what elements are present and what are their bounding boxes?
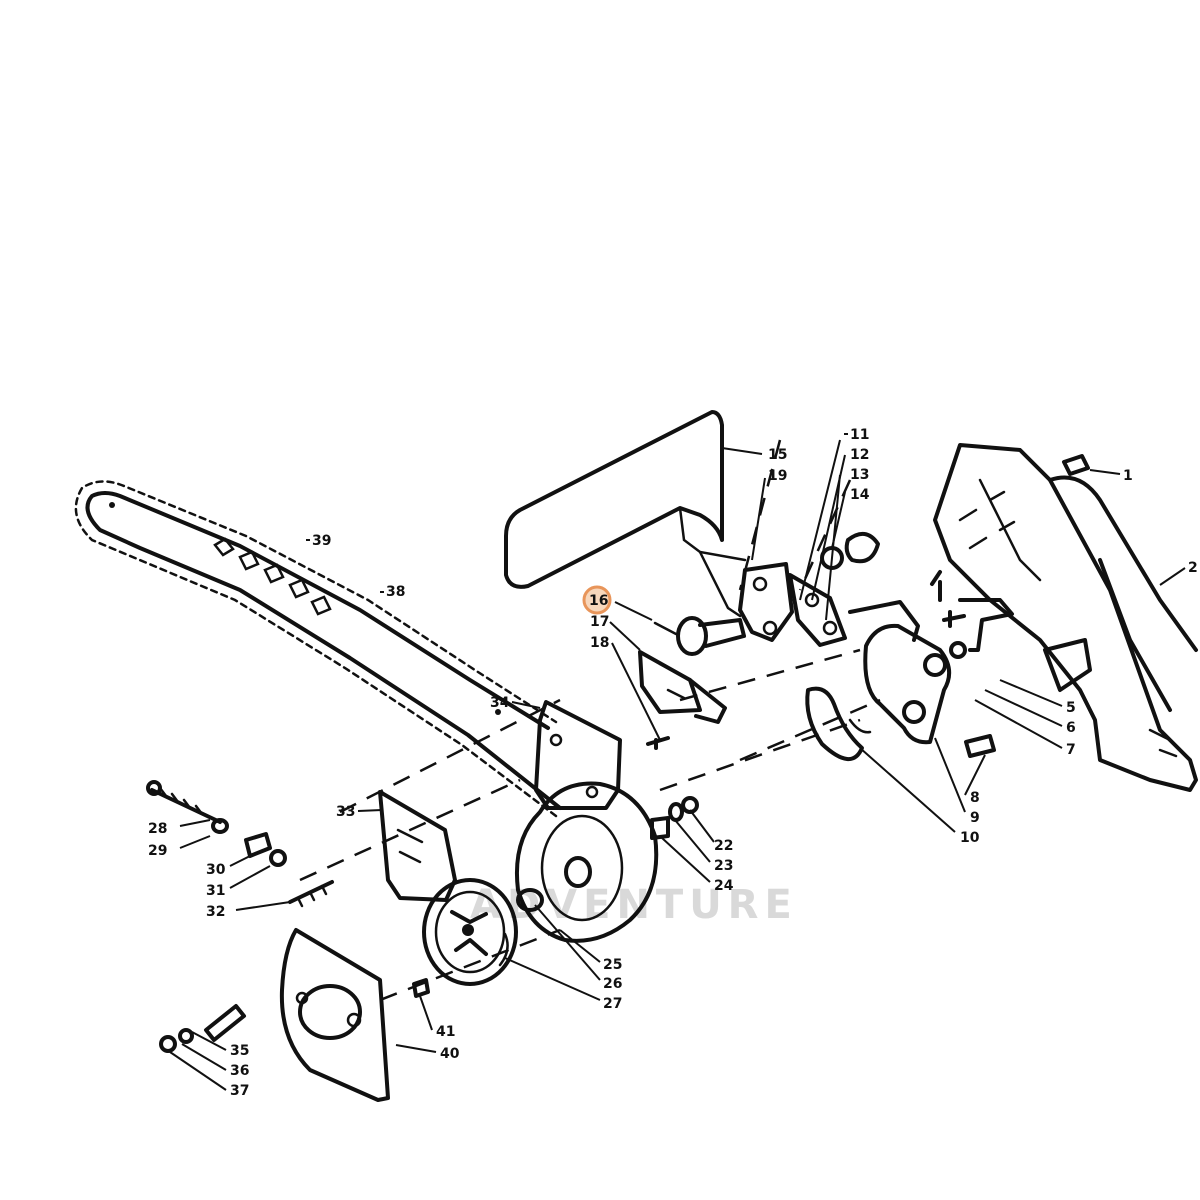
screw-3 (930, 570, 942, 602)
bar-tail-rivet (495, 709, 501, 715)
fasteners-left (146, 570, 942, 1053)
callout-27[interactable]: 27 (603, 996, 622, 1012)
bolt-28 (150, 788, 222, 824)
callout-labels: 1 2 5 6 7 8 9 10 13 11 12 14 15 16 17 18… (148, 427, 1198, 1099)
assembly-axes (299, 439, 881, 1002)
callout-24[interactable]: 24 (714, 878, 734, 894)
guide-bar-and-chain (74, 480, 562, 818)
washer-29 (211, 818, 229, 834)
clutch-27 (422, 878, 518, 986)
callout-5[interactable]: 5 (1066, 700, 1076, 716)
callout-7[interactable]: 7 (1066, 742, 1076, 758)
brake-band-assembly (805, 598, 1014, 761)
callout-23[interactable]: 23 (714, 858, 733, 874)
label-ticks (306, 433, 848, 593)
callout-19[interactable]: 19 (768, 468, 787, 484)
callout-14[interactable]: 14 (850, 487, 870, 503)
callout-22[interactable]: 22 (714, 838, 733, 854)
callout-36[interactable]: 36 (230, 1063, 249, 1079)
brake-linkage (738, 532, 880, 647)
outer-plate-33 (378, 790, 544, 912)
nut-37 (159, 1035, 177, 1053)
chain-cutter-links (213, 537, 332, 616)
callout-28[interactable]: 28 (148, 821, 167, 837)
callout-31[interactable]: 31 (206, 883, 225, 899)
nut-30 (244, 832, 272, 858)
brake-pin-assembly (653, 616, 746, 656)
spring-14 (844, 532, 880, 564)
callout-40[interactable]: 40 (440, 1046, 460, 1062)
nut-31 (269, 849, 287, 867)
hand-guard (504, 410, 747, 618)
callout-34[interactable]: 34 (490, 695, 510, 711)
callout-13[interactable]: 12 (850, 447, 869, 463)
callout-37[interactable]: 37 (230, 1083, 249, 1099)
clutch-drum (514, 781, 659, 943)
callout-39[interactable]: 39 (312, 533, 331, 549)
sprocket-cover-40 (279, 928, 390, 1102)
part-35 (204, 1004, 246, 1042)
callout-2[interactable]: 2 (1188, 560, 1198, 576)
bar-nose-rivet (109, 502, 115, 508)
guide-bar-outline (85, 491, 562, 810)
bracket-18 (638, 650, 727, 750)
callout-1[interactable]: 1 (1123, 468, 1133, 484)
callout-16[interactable]: 16 (589, 593, 608, 609)
callout-32[interactable]: 32 (206, 904, 225, 920)
callout-30[interactable]: 30 (206, 862, 226, 878)
cover-plate-34 (534, 700, 622, 810)
callout-8[interactable]: 8 (970, 790, 980, 806)
callout-18[interactable]: 18 (590, 635, 609, 651)
washer-26 (516, 888, 544, 912)
callout-10[interactable]: 10 (960, 830, 980, 846)
callout-17[interactable]: 17 (590, 614, 609, 630)
screw-41 (412, 978, 430, 998)
small-parts-22-24 (650, 796, 699, 840)
callout-25[interactable]: 25 (603, 957, 622, 973)
nut-1 (1062, 454, 1090, 476)
bolt-8 (964, 734, 996, 758)
spring-9 (805, 686, 864, 761)
callout-35[interactable]: 35 (230, 1043, 249, 1059)
callout-15[interactable]: 15 (768, 447, 787, 463)
screw-18 (646, 736, 670, 750)
callout-leaders (169, 439, 1186, 1091)
callout-26[interactable]: 26 (603, 976, 622, 992)
callout-29[interactable]: 29 (148, 843, 167, 859)
callout-6[interactable]: 6 (1066, 720, 1076, 736)
highlight-marker[interactable] (582, 585, 612, 615)
callout-33[interactable]: 33 (336, 804, 355, 820)
callout-38[interactable]: 38 (386, 584, 405, 600)
engine-housing (933, 443, 1198, 792)
callout-11[interactable]: 13 (850, 467, 869, 483)
callout-12[interactable]: 11 (850, 427, 869, 443)
saw-chain (74, 480, 558, 818)
washer-36 (178, 1028, 194, 1044)
callout-41[interactable]: 41 (436, 1024, 455, 1040)
callout-9[interactable]: 9 (970, 810, 980, 826)
